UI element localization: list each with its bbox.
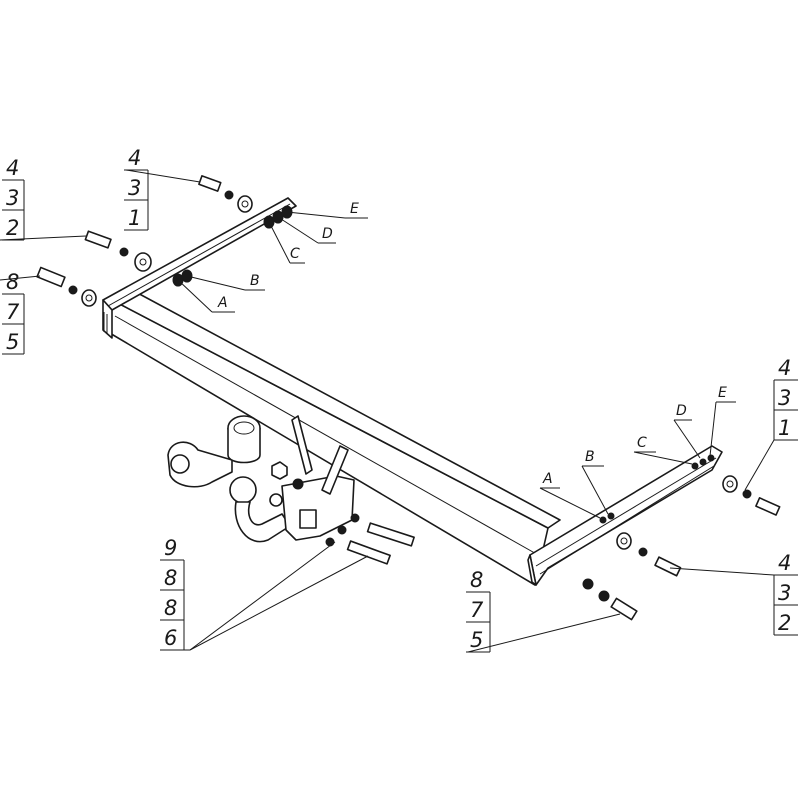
bolt-set-bottom-center — [582, 578, 638, 621]
callout-bottom-left: 9 8 8 6 — [160, 536, 190, 651]
callout-left-top: 4 3 2 — [2, 156, 25, 241]
callout-bottom-center-1: 8 — [470, 568, 483, 592]
bolt-set-right-top — [722, 475, 781, 516]
callout-right-mid-1: 4 — [778, 551, 791, 575]
callout-top-center: 4 3 1 — [124, 146, 149, 231]
callout-right-mid: 4 3 2 — [773, 551, 798, 636]
hole-label-right-d: D — [676, 403, 687, 419]
hole-label-right-a: A — [542, 471, 553, 487]
callout-left-top-1: 4 — [6, 156, 19, 180]
callout-left-mid: 8 7 5 — [2, 270, 25, 355]
callout-left-top-2: 3 — [6, 186, 19, 210]
bolt-set-top-center — [198, 175, 253, 213]
hole-label-right-c: C — [637, 435, 647, 451]
callout-bottom-left-1: 9 — [164, 536, 177, 560]
hole-label-right-e: E — [718, 385, 727, 401]
callout-left-mid-3: 5 — [6, 330, 19, 354]
callout-top-center-1: 4 — [128, 146, 141, 170]
bolt-set-left-top — [84, 230, 152, 272]
hole-labels-left: A B C D E — [217, 201, 359, 311]
callout-bottom-center-2: 7 — [470, 598, 484, 622]
callout-bottom-center: 8 7 5 — [466, 568, 491, 653]
callout-bottom-left-2: 8 — [164, 566, 177, 590]
hole-label-left-d: D — [322, 226, 333, 242]
right-bracket-holes — [599, 454, 715, 524]
callout-top-center-2: 3 — [128, 176, 141, 200]
callout-bottom-left-3: 8 — [164, 596, 177, 620]
callout-bottom-center-3: 5 — [470, 628, 483, 652]
callout-left-mid-2: 7 — [6, 300, 20, 324]
ball-mount — [167, 415, 355, 543]
callout-right-top-1: 4 — [778, 356, 791, 380]
bolt-set-right-mid — [616, 532, 682, 577]
hole-labels-right: A B C D E — [542, 385, 727, 487]
hole-label-left-e: E — [350, 201, 359, 217]
callout-right-top-3: 1 — [778, 416, 791, 440]
bolt-set-ball-mount — [325, 513, 415, 565]
hole-label-right-b: B — [585, 449, 595, 465]
callout-left-top-3: 2 — [6, 216, 19, 240]
callout-top-center-3: 1 — [128, 206, 141, 230]
hole-label-left-c: C — [290, 246, 300, 262]
callout-bottom-left-4: 6 — [164, 626, 177, 650]
left-bracket-holes — [172, 205, 293, 287]
right-bracket — [527, 445, 723, 586]
callout-left-mid-1: 8 — [6, 270, 19, 294]
bolt-set-left-mid — [36, 266, 97, 307]
hole-label-left-b: B — [250, 273, 260, 289]
callout-right-mid-2: 3 — [778, 581, 791, 605]
callout-right-mid-3: 2 — [778, 611, 791, 635]
left-bracket — [102, 197, 297, 339]
callout-right-top: 4 3 1 — [773, 356, 798, 441]
hole-label-left-a: A — [217, 295, 228, 311]
callout-right-top-2: 3 — [778, 386, 791, 410]
leader-lines — [0, 169, 775, 653]
